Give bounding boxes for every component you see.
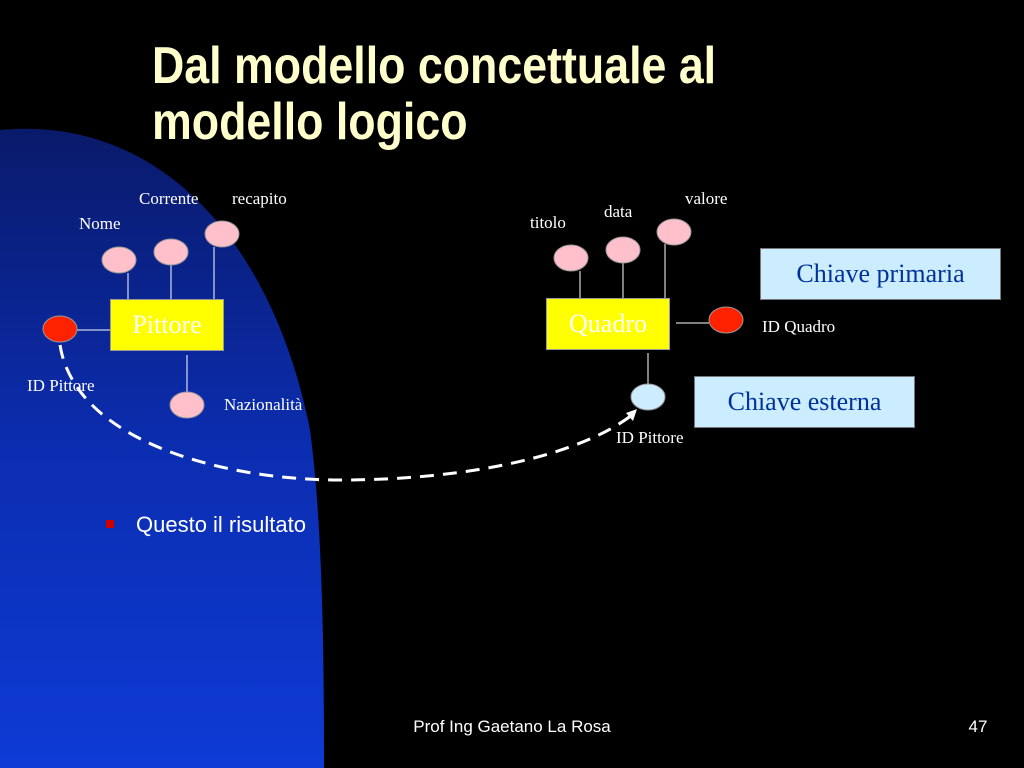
label-nazionalita: Nazionalità [224, 395, 303, 414]
attr-id-pittore-foreign-ellipse [630, 383, 666, 411]
label-data: data [604, 202, 633, 221]
entity-quadro: Quadro [546, 298, 670, 350]
background-arc-shape [0, 128, 324, 768]
label-id-quadro: ID Quadro [762, 317, 836, 336]
attr-data-ellipse [605, 236, 641, 264]
pittore-connectors [77, 247, 215, 392]
arrowhead-icon [626, 409, 637, 421]
attr-recapito-ellipse [204, 220, 240, 248]
attr-titolo-ellipse [553, 244, 589, 272]
label-recapito: recapito [232, 189, 287, 208]
slide-title: Dal modello concettuale al modello logic… [152, 37, 717, 151]
primary-key-label-box: Chiave primaria [760, 248, 1001, 300]
label-nome: Nome [79, 214, 121, 233]
attr-id-pittore-key-ellipse [42, 315, 78, 343]
foreign-key-label-box: Chiave esterna [694, 376, 915, 428]
label-id-pittore-foreign: ID Pittore [616, 428, 684, 447]
bullet-square-icon [106, 520, 114, 529]
attr-corrente-ellipse [153, 238, 189, 266]
label-corrente: Corrente [139, 189, 199, 208]
label-titolo: titolo [530, 213, 566, 232]
footer-author: Prof Ing Gaetano La Rosa [413, 717, 611, 736]
attr-id-quadro-key-ellipse [708, 306, 744, 334]
attr-valore-ellipse [656, 218, 692, 246]
footer-page-number: 47 [968, 717, 988, 736]
bullet-item: Questo il risultato [106, 512, 306, 538]
quadro-connectors [579, 244, 709, 384]
entity-pittore: Pittore [110, 299, 224, 351]
label-id-pittore: ID Pittore [27, 376, 95, 395]
foreign-key-dashed-arrow [58, 344, 633, 482]
label-valore: valore [685, 189, 728, 208]
bullet-text: Questo il risultato [136, 512, 306, 537]
attr-nazionalita-ellipse [169, 391, 205, 419]
attr-nome-ellipse [101, 246, 137, 274]
